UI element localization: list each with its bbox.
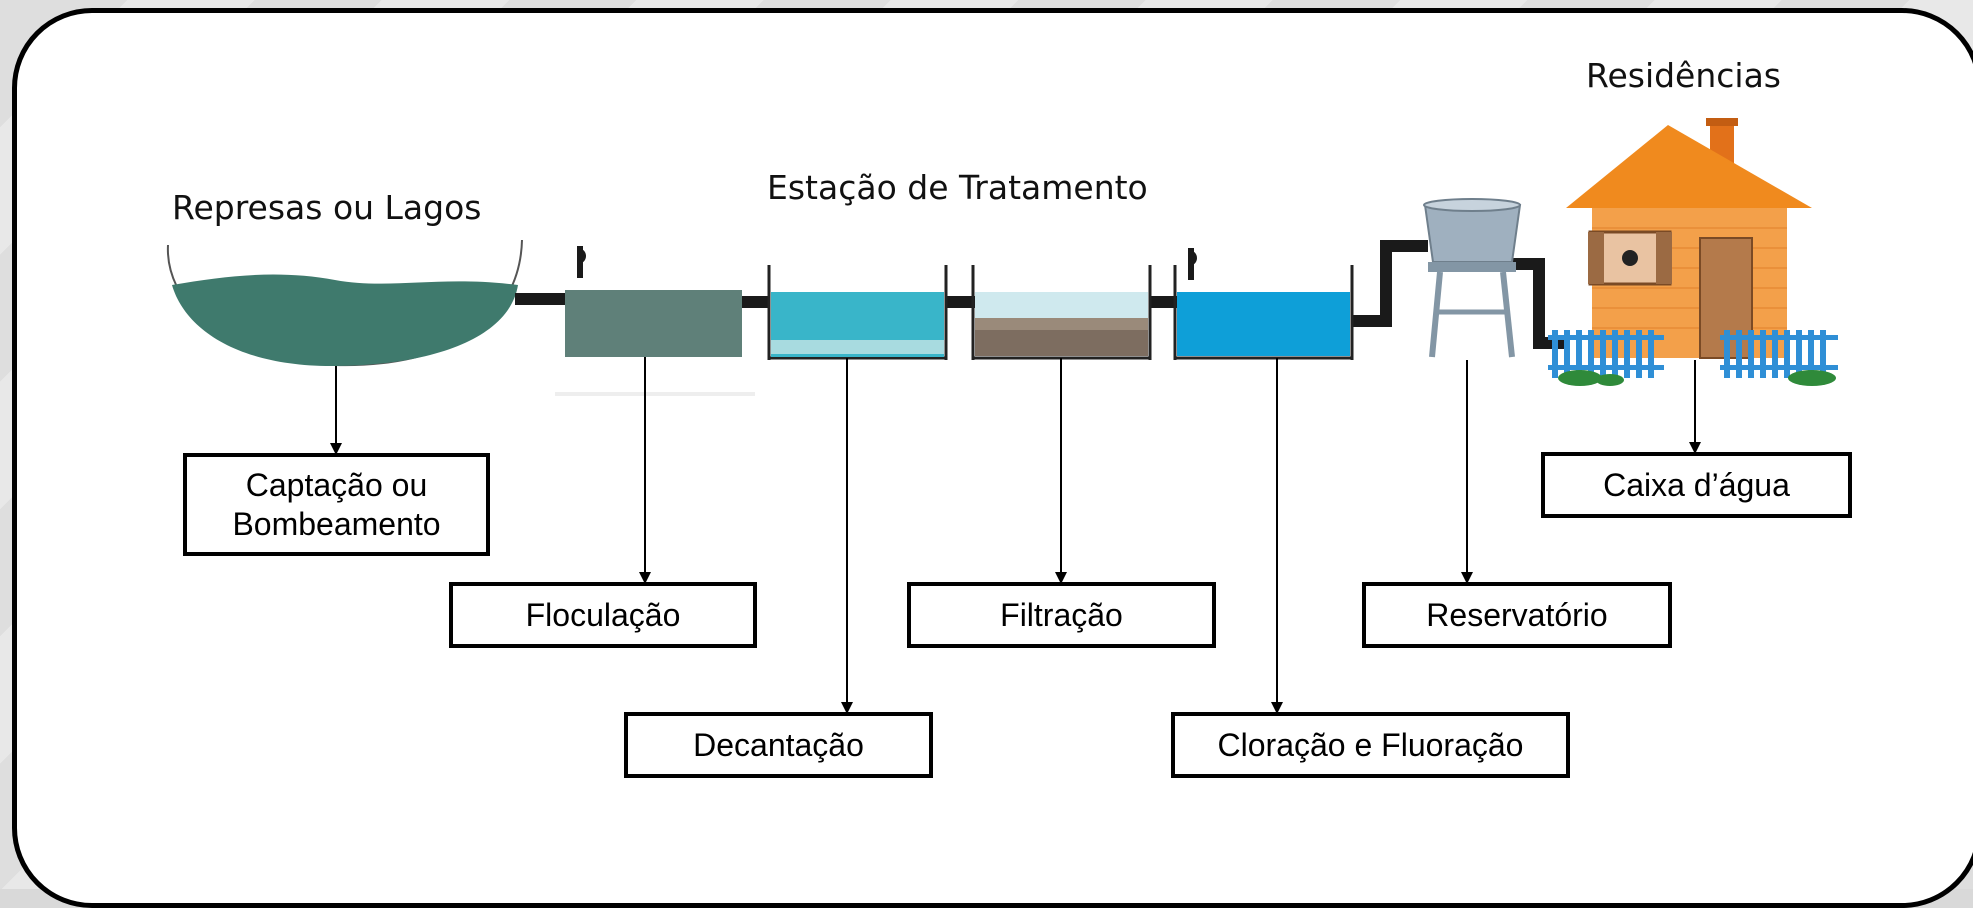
step-capture-label-line2: Bombeamento xyxy=(232,505,441,542)
connector-arrows xyxy=(330,357,1701,714)
water-treatment-diagram xyxy=(166,118,1838,714)
step-decantation-box: Decantação xyxy=(624,712,933,778)
step-flocculation-box: Floculação xyxy=(449,582,757,648)
step-chlorination-box: Cloração e Fluoração xyxy=(1171,712,1570,778)
lake-basin xyxy=(166,239,523,367)
house-icon xyxy=(1566,118,1812,359)
step-decantation-label: Decantação xyxy=(693,726,864,763)
flocculation-tank xyxy=(555,290,755,396)
pipes xyxy=(515,240,1565,349)
step-reservoir-box: Reservatório xyxy=(1362,582,1672,648)
filtration-tank xyxy=(971,265,1152,360)
fence xyxy=(1548,330,1838,386)
homes-title: Residências xyxy=(1586,56,1782,95)
step-capture-box: Captação ou Bombeamento xyxy=(183,453,490,556)
valve-icon xyxy=(577,246,1197,280)
lake-title: Represas ou Lagos xyxy=(172,188,482,227)
chlorination-tank xyxy=(1173,265,1354,360)
decantation-tank xyxy=(767,265,948,360)
step-filtration-label: Filtração xyxy=(1000,596,1123,633)
step-filtration-box: Filtração xyxy=(907,582,1216,648)
step-flocculation-label: Floculação xyxy=(525,596,681,633)
step-reservoir-label: Reservatório xyxy=(1426,596,1608,633)
step-capture-label-line1: Captação ou xyxy=(245,467,428,504)
step-water-tank-box: Caixa d’água xyxy=(1541,452,1852,518)
step-chlorination-label: Cloração e Fluoração xyxy=(1217,726,1524,763)
step-water-tank-label: Caixa d’água xyxy=(1603,466,1790,503)
reservoir-tower xyxy=(1423,198,1522,358)
station-title: Estação de Tratamento xyxy=(767,168,1148,207)
